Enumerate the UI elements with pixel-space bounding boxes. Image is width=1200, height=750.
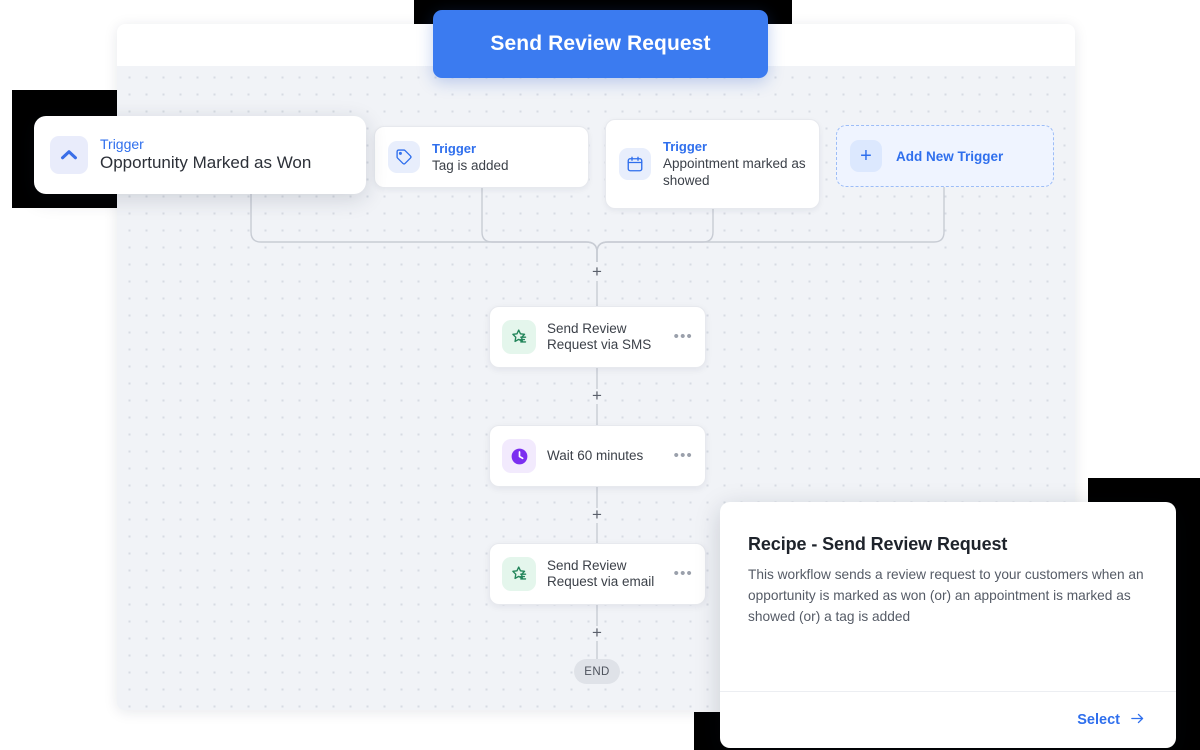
review-star-icon xyxy=(502,557,536,591)
recipe-footer: Select xyxy=(720,691,1176,748)
add-new-trigger-label: Add New Trigger xyxy=(896,148,1004,164)
add-step-plus-1[interactable]: + xyxy=(592,262,602,281)
end-node: END xyxy=(574,659,620,684)
action-card-send-review-email[interactable]: Send Review Request via email ••• xyxy=(489,543,706,605)
action-card-content: Send Review Request via email xyxy=(502,557,667,591)
trigger-card-tag-added[interactable]: Trigger Tag is added xyxy=(374,126,589,188)
action-card-content: Send Review Request via SMS xyxy=(502,320,667,354)
action-label: Wait 60 minutes xyxy=(547,448,644,463)
chevron-up-icon xyxy=(50,136,88,174)
trigger-card-text: Trigger Tag is added xyxy=(432,141,509,174)
trigger-card-text: Trigger Opportunity Marked as Won xyxy=(100,136,311,174)
trigger-kind-label: Trigger xyxy=(663,139,708,154)
tag-icon xyxy=(388,141,420,173)
action-card-content: Wait 60 minutes xyxy=(502,439,643,473)
select-label: Select xyxy=(1077,712,1120,728)
trigger-kind-label: Trigger xyxy=(432,140,477,156)
plus-icon: + xyxy=(850,140,882,172)
recipe-description: This workflow sends a review request to … xyxy=(748,567,1144,624)
add-new-trigger-button[interactable]: + Add New Trigger xyxy=(836,125,1054,187)
select-button[interactable]: Select xyxy=(1077,711,1146,730)
action-overflow-menu-icon[interactable]: ••• xyxy=(673,565,693,582)
add-step-plus-3[interactable]: + xyxy=(592,505,602,524)
trigger-name-label: Tag is added xyxy=(432,157,509,173)
send-review-request-button[interactable]: Send Review Request xyxy=(433,10,768,78)
recipe-panel: Recipe - Send Review Request This workfl… xyxy=(720,502,1176,748)
recipe-body: Recipe - Send Review Request This workfl… xyxy=(720,502,1176,691)
action-label: Send Review Request via SMS xyxy=(547,321,652,352)
trigger-name-label: Opportunity Marked as Won xyxy=(100,153,312,172)
trigger-card-text: Trigger Appointment marked as showed xyxy=(663,139,806,189)
action-card-wait[interactable]: Wait 60 minutes ••• xyxy=(489,425,706,487)
trigger-card-opportunity-won[interactable]: Trigger Opportunity Marked as Won xyxy=(34,116,366,194)
review-star-icon xyxy=(502,320,536,354)
add-step-plus-4[interactable]: + xyxy=(592,623,602,642)
recipe-title: Recipe - Send Review Request xyxy=(748,534,1008,554)
action-overflow-menu-icon[interactable]: ••• xyxy=(673,328,693,345)
action-label: Send Review Request via email xyxy=(547,558,655,589)
action-overflow-menu-icon[interactable]: ••• xyxy=(673,447,693,464)
clock-icon xyxy=(502,439,536,473)
calendar-icon xyxy=(619,148,651,180)
trigger-card-appointment-showed[interactable]: Trigger Appointment marked as showed xyxy=(605,119,820,209)
trigger-name-label: Appointment marked as showed xyxy=(663,156,806,188)
action-card-send-review-sms[interactable]: Send Review Request via SMS ••• xyxy=(489,306,706,368)
trigger-kind-label: Trigger xyxy=(100,136,144,152)
plus-glyph: + xyxy=(860,145,872,167)
arrow-right-icon xyxy=(1129,711,1146,730)
add-step-plus-2[interactable]: + xyxy=(592,386,602,405)
